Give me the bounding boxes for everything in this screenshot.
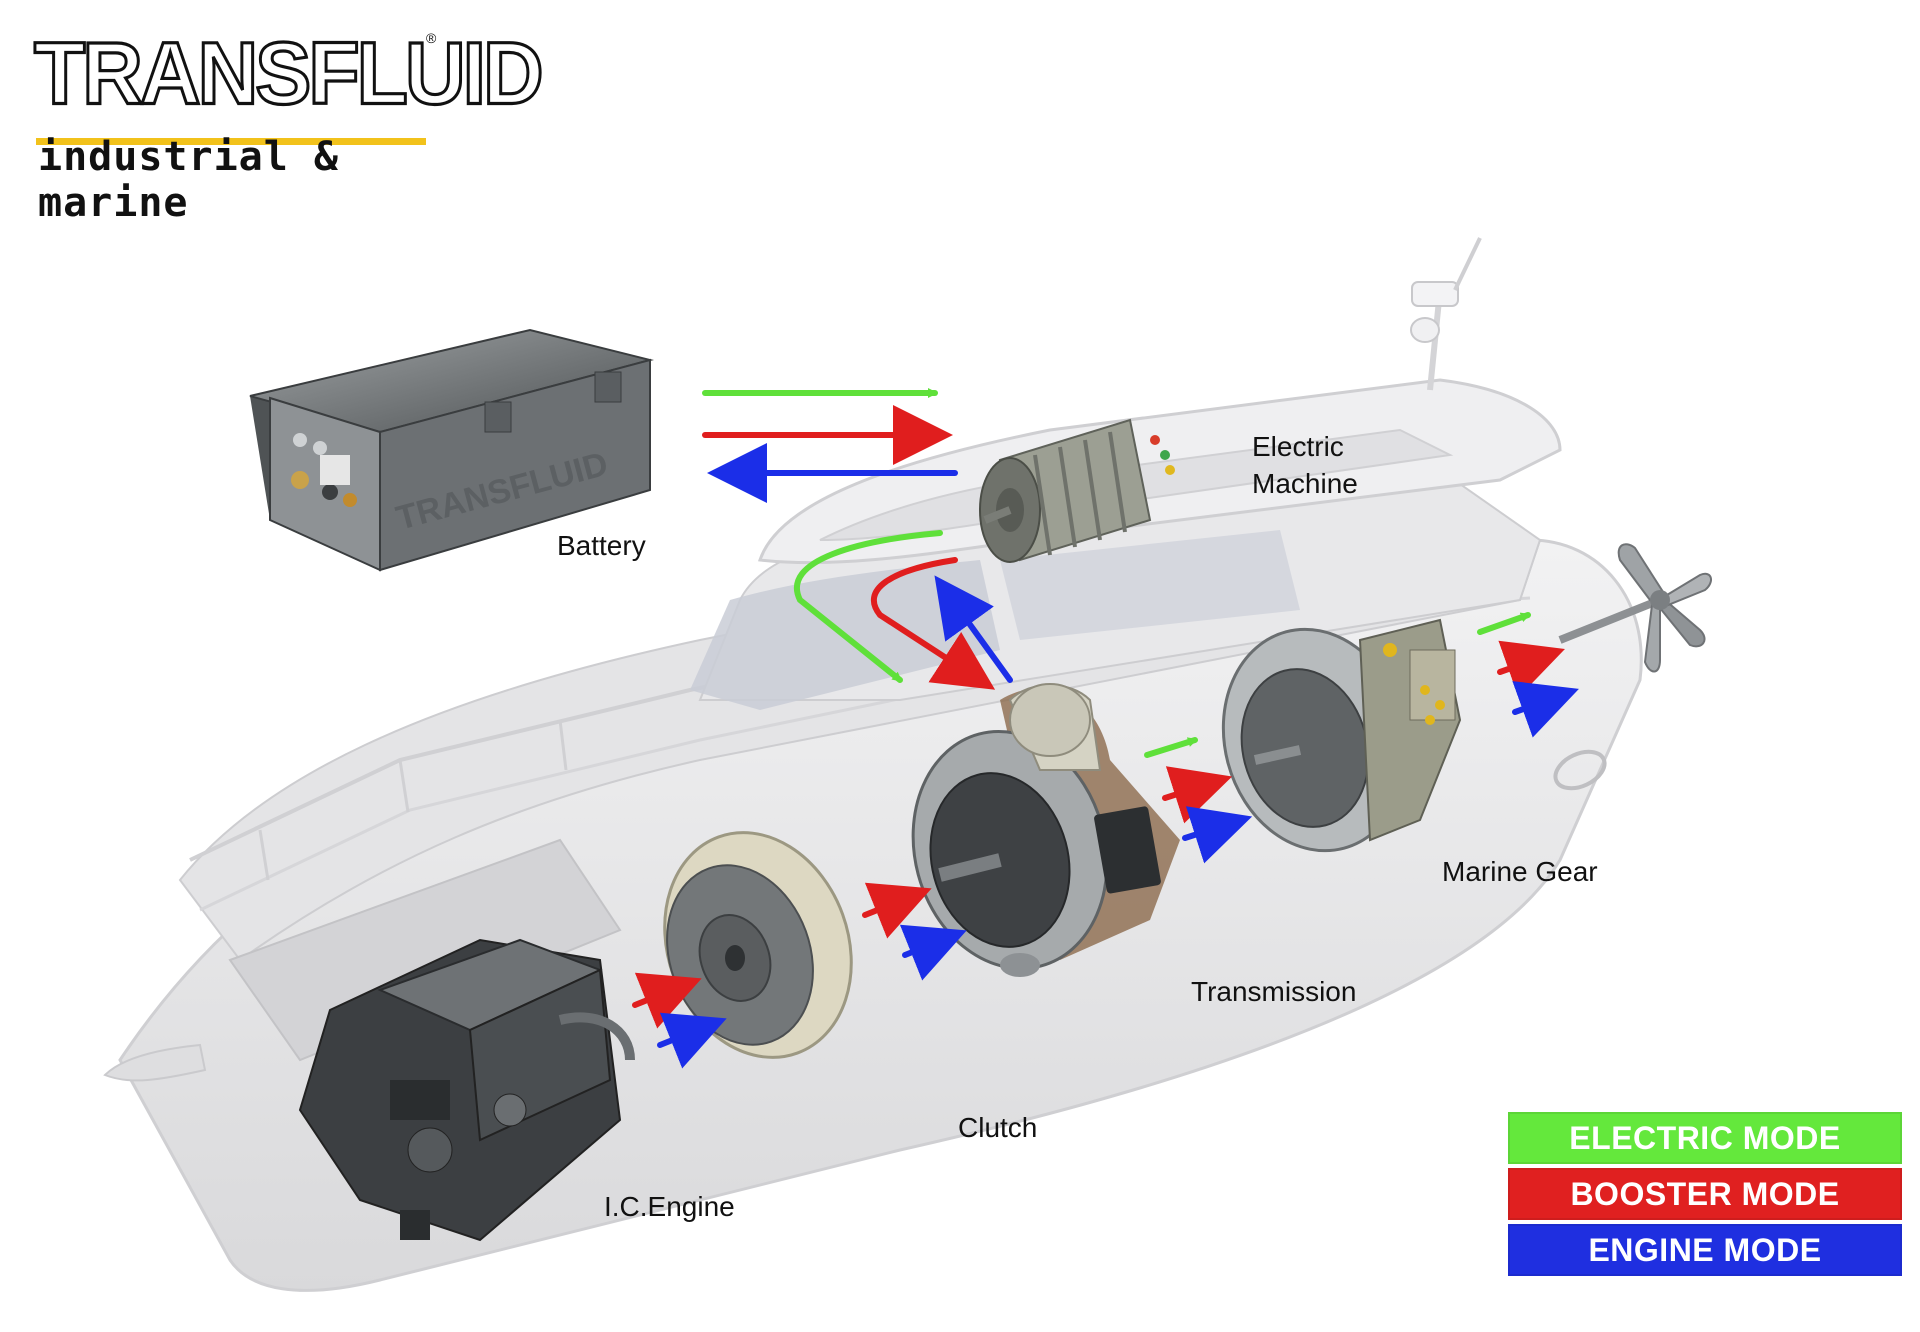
arrow-engine-engine-to-clutch [657, 1012, 727, 1069]
label-electric-machine-line1: Electric [1252, 431, 1344, 462]
arrow-engine-transmission-to-machine [934, 575, 1013, 683]
arrow-electric-gear-to-propeller [1477, 612, 1531, 635]
label-transmission: Transmission [1191, 976, 1357, 1007]
arrow-electric-machine-to-transmission [794, 530, 943, 683]
transmission [911, 683, 1180, 977]
arrow-booster-transmission-to-gear [1162, 766, 1233, 824]
flow-arrows [632, 388, 1579, 1069]
logo-registered-mark: ® [426, 30, 437, 46]
mode-legend: ELECTRIC MODE BOOSTER MODE ENGINE MODE [1508, 1112, 1902, 1280]
label-marine-gear: Marine Gear [1442, 856, 1598, 887]
label-clutch: Clutch [958, 1112, 1038, 1143]
arrow-booster-machine-to-transmission [871, 557, 996, 690]
clutch [663, 831, 853, 1059]
boat-cabin [690, 237, 1562, 710]
label-electric-machine-line2: Machine [1252, 468, 1358, 499]
arrow-booster-engine-to-clutch [632, 972, 702, 1029]
legend-engine-mode: ENGINE MODE [1508, 1224, 1902, 1276]
arrow-engine-transmission-to-gear [1182, 806, 1253, 864]
arrow-engine-clutch-to-transmission [899, 924, 967, 981]
ic-engine [298, 938, 635, 1242]
logo-stripe [36, 138, 426, 145]
electric-machine [979, 418, 1175, 563]
label-electric-machine: Electric Machine [1252, 428, 1358, 502]
propeller [1558, 543, 1712, 673]
legend-electric-mode: ELECTRIC MODE [1508, 1112, 1902, 1164]
label-battery: Battery [557, 530, 646, 561]
legend-booster-mode: BOOSTER MODE [1508, 1168, 1902, 1220]
arrow-electric-transmission-to-gear [1144, 737, 1198, 758]
logo-tagline: industrial & marine [38, 134, 339, 226]
arrow-engine-gear-to-propeller [1512, 681, 1579, 738]
battery-pack: TRANSFLUID [249, 328, 654, 572]
label-ic-engine: I.C.Engine [604, 1191, 735, 1222]
transfluid-logo: TRANSFLUID ® industrial & marine [33, 24, 546, 226]
arrow-booster-gear-to-propeller [1497, 640, 1565, 698]
logo-brand: TRANSFLUID [33, 23, 546, 123]
arrow-booster-clutch-to-transmission [862, 882, 932, 939]
marine-gear [1221, 618, 1462, 853]
